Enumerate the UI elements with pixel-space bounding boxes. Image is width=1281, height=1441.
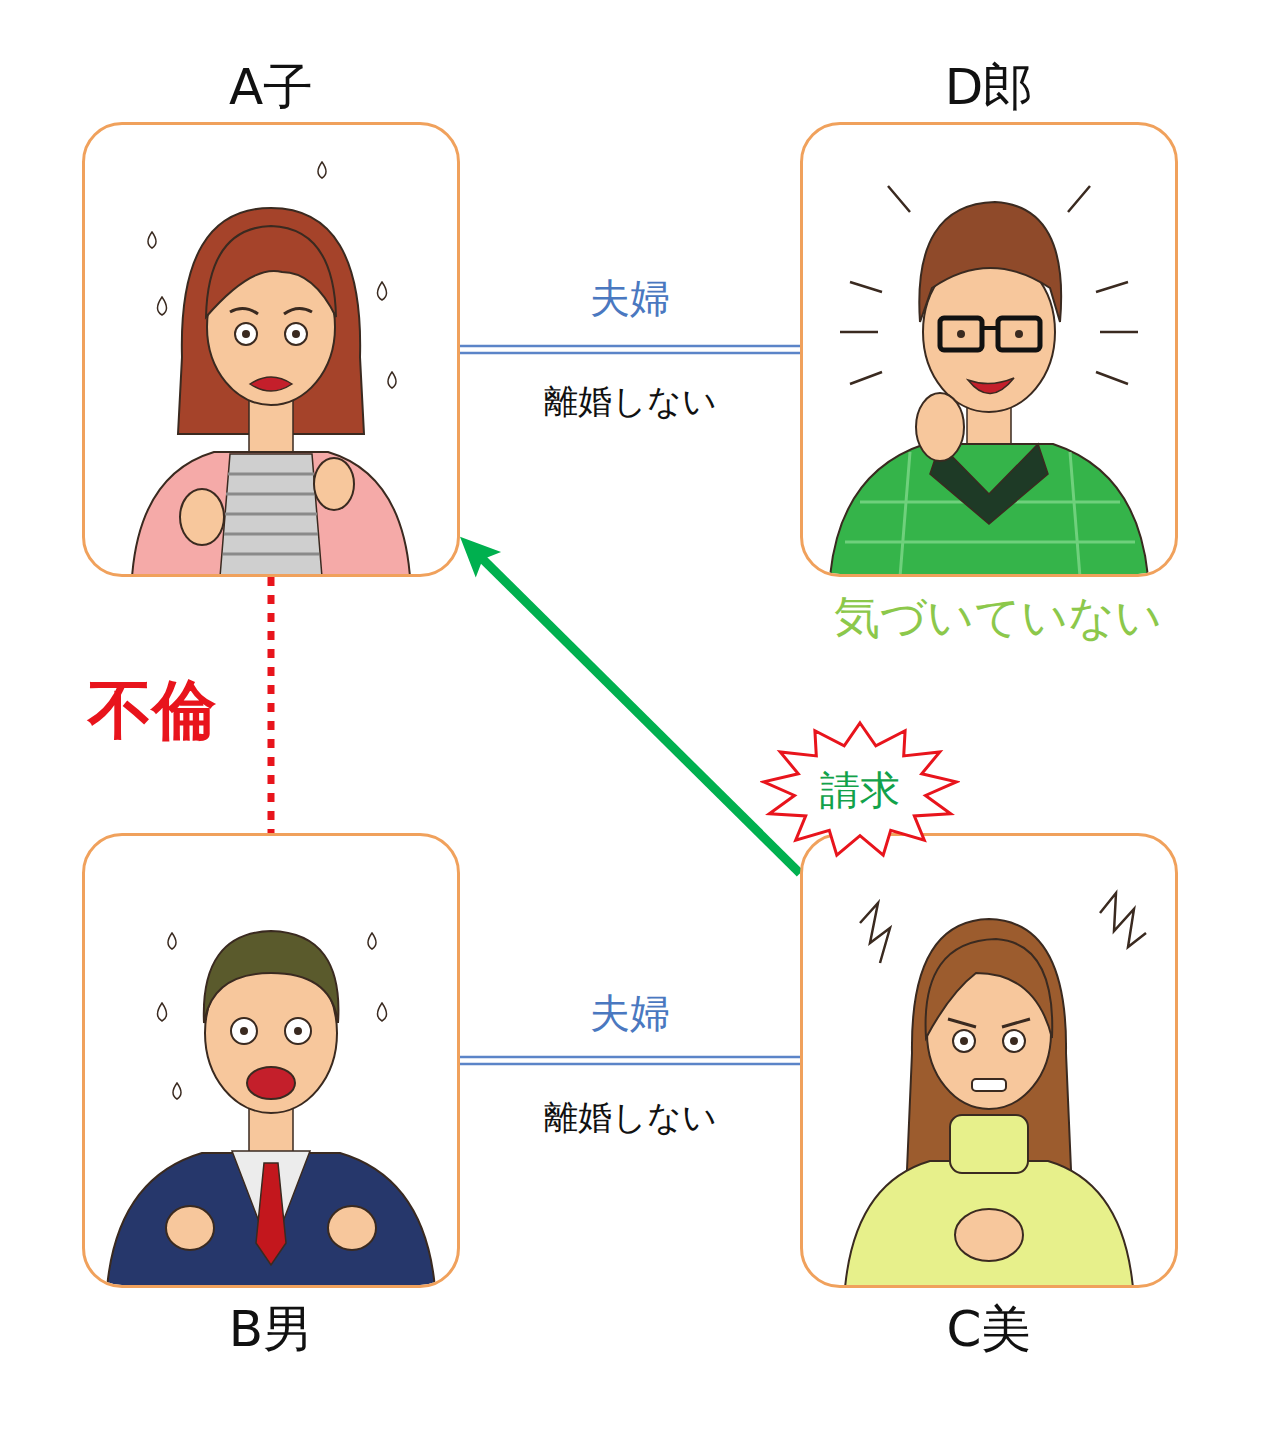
burst-label: 請求: [820, 766, 900, 814]
figure-part: [107, 1153, 435, 1285]
figure-part: [1003, 1030, 1025, 1052]
figure-part: [132, 452, 410, 574]
figure-part: [230, 308, 312, 314]
figure-part: [285, 323, 307, 345]
figure-part: [294, 1027, 302, 1035]
figure-part: [940, 318, 982, 350]
starburst: 請求: [760, 720, 960, 860]
figure-part: [148, 162, 396, 388]
figure-part: [1010, 1037, 1018, 1045]
person-name: B男: [45, 1299, 497, 1359]
double-line: [460, 1063, 800, 1066]
dotted-connector: [271, 577, 272, 833]
figure-part: [960, 1037, 968, 1045]
person-box: D郎: [800, 122, 1178, 577]
figure-part: [223, 474, 319, 554]
person-name: D郎: [763, 57, 1215, 117]
figure-part: [916, 393, 964, 461]
edge-label: 夫婦: [590, 271, 670, 326]
person-box: A子: [82, 122, 460, 577]
status-note: 気づいていない: [834, 587, 1162, 649]
figure-part: [830, 444, 1148, 574]
figure-part: [256, 1163, 286, 1265]
figure-part: [950, 1115, 1028, 1173]
figure-part: [830, 186, 1148, 574]
edge-label: 夫婦: [590, 986, 670, 1041]
figure-part: [840, 186, 1138, 384]
figure-part: [1015, 330, 1023, 338]
figure-part: [242, 330, 250, 338]
figure-part: [845, 893, 1146, 1285]
figure-part: [845, 1161, 1133, 1285]
figure-part: [860, 893, 1146, 963]
d-ro-figure: [830, 186, 1148, 577]
figure-part: [107, 931, 435, 1285]
double-line: [460, 345, 800, 348]
person-box: B男: [82, 833, 460, 1288]
figure-part: [240, 1027, 248, 1035]
figure-part: [982, 326, 998, 330]
figure-part: [328, 1206, 376, 1250]
figure-part: [906, 919, 1072, 1193]
figure-part: [180, 489, 224, 545]
figure-part: [247, 1067, 295, 1099]
c-mi-figure: [845, 893, 1146, 1288]
edge-label: 不倫: [88, 667, 216, 754]
figure-part: [957, 330, 965, 338]
figure-part: [158, 933, 387, 1099]
figure-part: [231, 1018, 257, 1044]
figure-part: [220, 454, 322, 574]
figure-part: [206, 226, 336, 317]
figure-part: [204, 931, 339, 1023]
starburst-outline: [760, 720, 960, 860]
figure-part: [292, 330, 300, 338]
starburst-shape: [764, 723, 957, 855]
person-box: C美: [800, 833, 1178, 1288]
note-text: 離婚しない: [544, 379, 717, 425]
figure-part: [919, 202, 1061, 322]
arrow-line: [478, 554, 800, 873]
figure-part: [166, 1206, 214, 1250]
double-line: [460, 352, 800, 355]
double-connector: [460, 346, 800, 353]
double-line: [460, 1056, 800, 1059]
figure-part: [926, 939, 1053, 1038]
figure-part: [998, 318, 1040, 350]
arrow-connector: [478, 554, 800, 873]
figure-part: [953, 1030, 975, 1052]
note-text: 離婚しない: [544, 1095, 717, 1141]
figure-part: [955, 1209, 1023, 1261]
double-connector: [460, 1057, 800, 1064]
dotted-line: [268, 577, 275, 833]
figure-part: [285, 1018, 311, 1044]
figure-part: [178, 208, 364, 434]
figure-part: [314, 458, 354, 510]
figure-part: [968, 378, 1014, 394]
figure-part: [132, 162, 410, 574]
figure-part: [972, 1079, 1006, 1091]
b-o-figure: [107, 931, 435, 1288]
figure-part: [235, 323, 257, 345]
a-ko-figure: [132, 162, 410, 577]
figure-part: [250, 377, 292, 391]
person-name: C美: [763, 1299, 1215, 1359]
person-name: A子: [45, 57, 497, 117]
figure-part: [948, 1019, 1030, 1027]
